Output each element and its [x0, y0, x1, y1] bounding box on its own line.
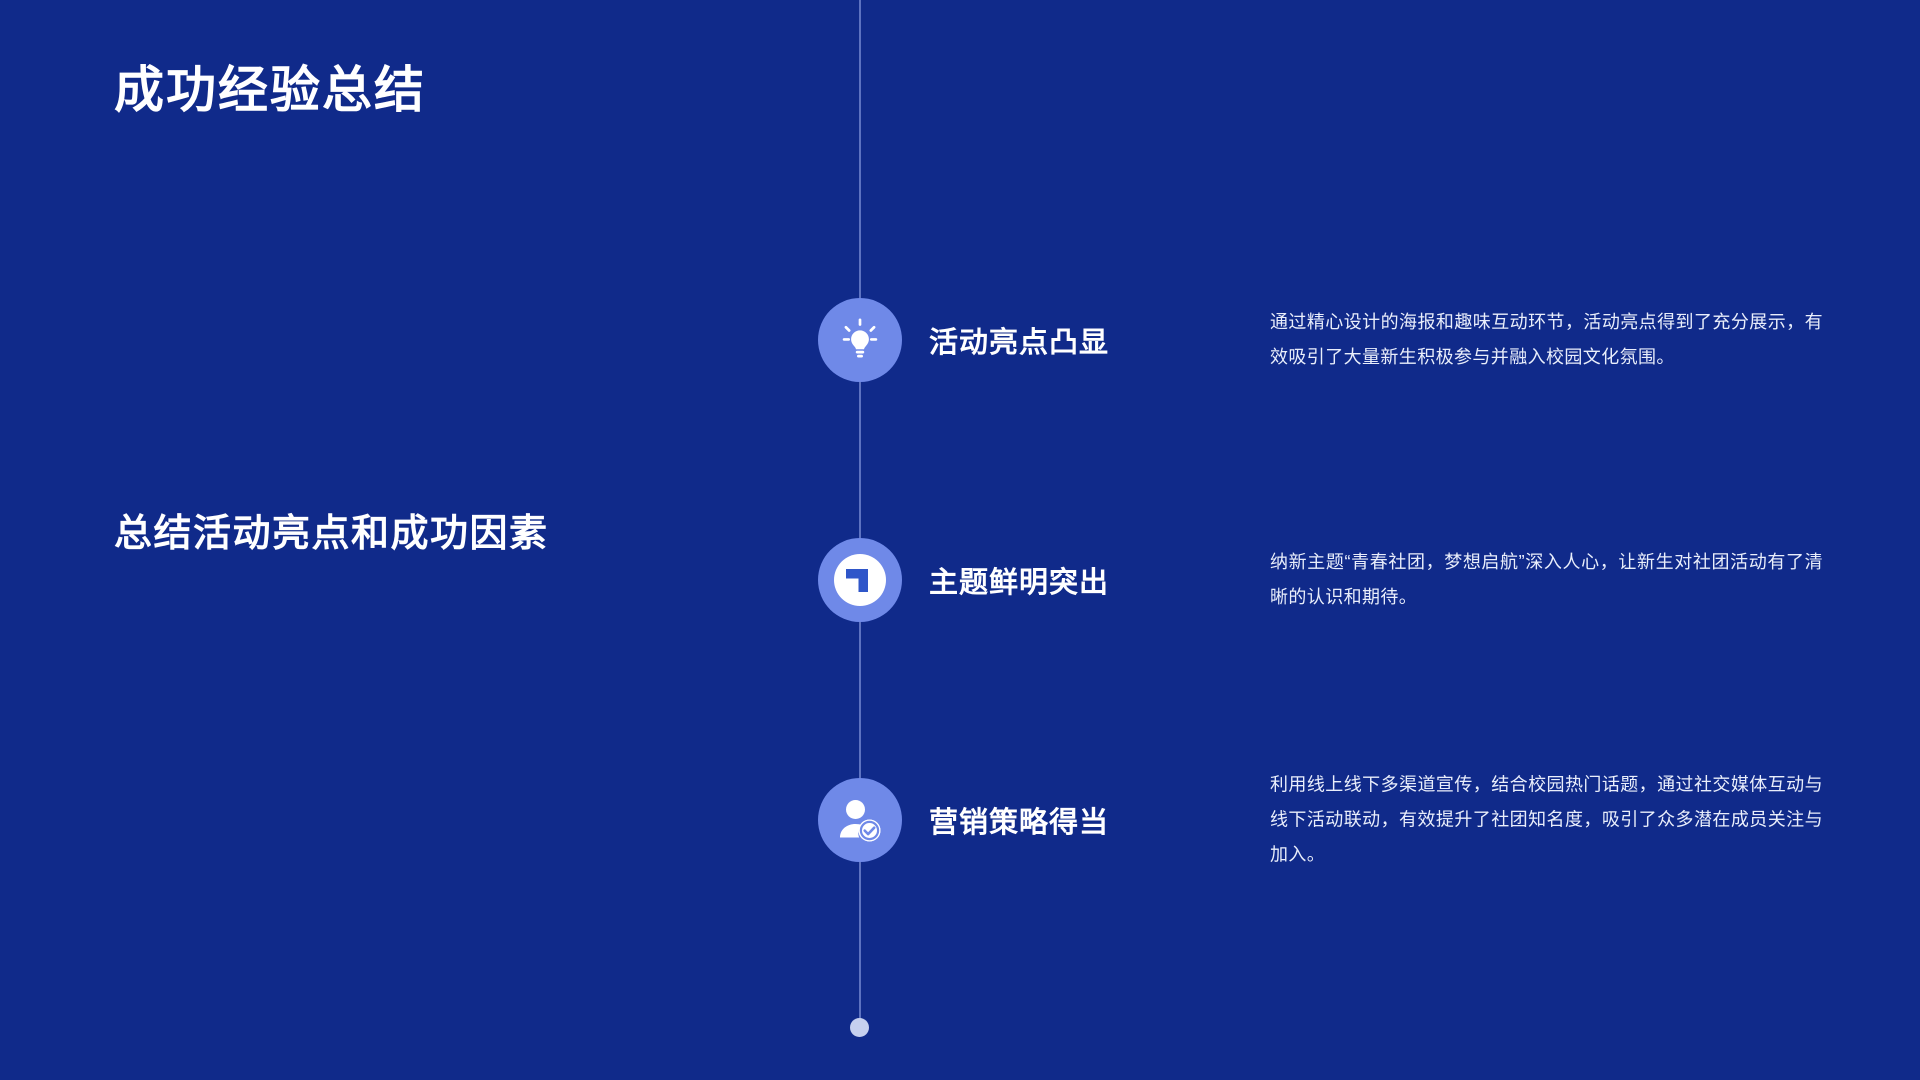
timeline-item-body: 纳新主题“青春社团，梦想启航”深入人心，让新生对社团活动有了清晰的认识和期待。 — [1270, 551, 1823, 607]
lightbulb-icon — [818, 298, 902, 382]
user-check-icon — [818, 778, 902, 862]
timeline-item-body: 利用线上线下多渠道宣传，结合校园热门话题，通过社交媒体互动与线下活动联动，有效提… — [1270, 774, 1823, 865]
target-corner-icon — [818, 538, 902, 622]
timeline-item[interactable]: 主题鲜明突出 纳新主题“青春社团，梦想启航”深入人心，让新生对社团活动有了清晰的… — [0, 538, 1920, 622]
timeline-axis-line — [859, 0, 861, 1025]
timeline-item-heading: 主题鲜明突出 — [929, 567, 1110, 599]
page-title: 成功经验总结 — [114, 62, 426, 118]
timeline-item[interactable]: 营销策略得当 利用线上线下多渠道宣传，结合校园热门话题，通过社交媒体互动与线下活… — [0, 774, 1920, 865]
timeline-item[interactable]: 活动亮点凸显 通过精心设计的海报和趣味互动环节，活动亮点得到了充分展示，有效吸引… — [0, 298, 1920, 382]
timeline-item-body: 通过精心设计的海报和趣味互动环节，活动亮点得到了充分展示，有效吸引了大量新生积极… — [1270, 311, 1823, 367]
timeline-item-heading: 营销策略得当 — [929, 807, 1110, 839]
timeline-end-dot — [850, 1018, 869, 1037]
timeline-item-heading: 活动亮点凸显 — [929, 327, 1110, 359]
page-subtitle: 总结活动亮点和成功因素 — [114, 513, 549, 555]
